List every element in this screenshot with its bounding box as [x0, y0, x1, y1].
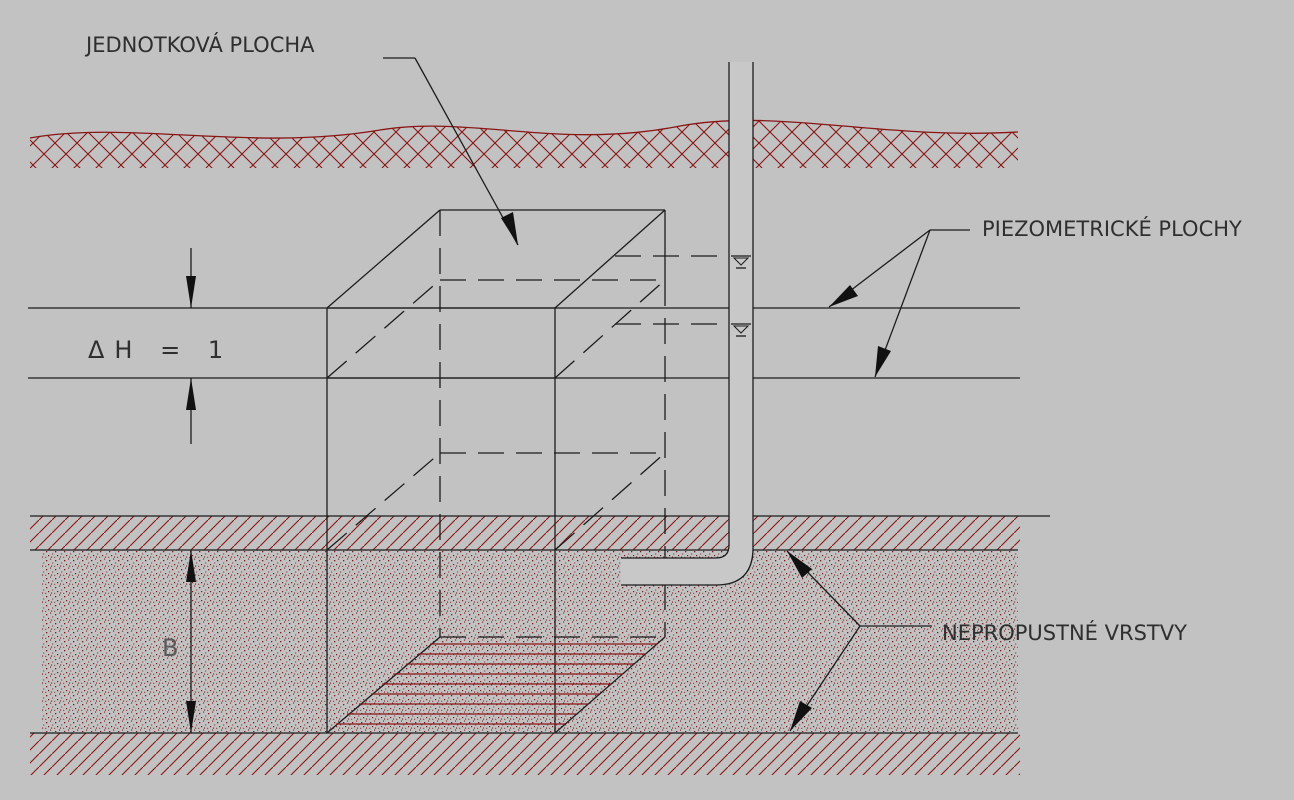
piezometric-leader: PIEZOMETRICKÉ PLOCHY [828, 216, 1242, 378]
impermeable-label: NEPROPUSTNÉ VRSTVY [942, 620, 1187, 645]
water-levels [615, 255, 751, 337]
arrowhead-icon [501, 212, 518, 245]
unit-area-label: JEDNOTKOVÁ PLOCHA [84, 32, 315, 57]
unit-area-base [336, 643, 657, 725]
impermeable-layer-lower [30, 732, 1020, 775]
piezometer-tube [621, 62, 754, 586]
arrowhead-icon [186, 701, 196, 733]
delta-h-dimension: ΔH = 1 [88, 248, 233, 444]
delta-h-label: ΔH = 1 [88, 336, 233, 364]
arrowhead-icon [790, 701, 812, 731]
water-level-symbol-upper [731, 255, 751, 269]
arrowhead-icon [829, 285, 858, 307]
impermeable-leader: NEPROPUSTNÉ VRSTVY [786, 550, 1187, 732]
unit-area-leader: JEDNOTKOVÁ PLOCHA [84, 32, 519, 246]
aquifer-sand [30, 549, 1018, 732]
piezometric-label: PIEZOMETRICKÉ PLOCHY [982, 216, 1242, 241]
arrowhead-icon [787, 551, 812, 578]
thickness-label: B [162, 634, 178, 662]
arrowhead-icon [875, 346, 891, 377]
arrowhead-icon [186, 550, 196, 582]
arrowhead-icon [186, 276, 196, 308]
impermeable-layer-upper [30, 515, 1050, 550]
water-level-symbol-lower [731, 323, 751, 337]
ground-surface [29, 119, 1019, 168]
b-dimension: B [162, 550, 196, 733]
arrowhead-icon [186, 378, 196, 410]
unit-cube [326, 209, 666, 734]
